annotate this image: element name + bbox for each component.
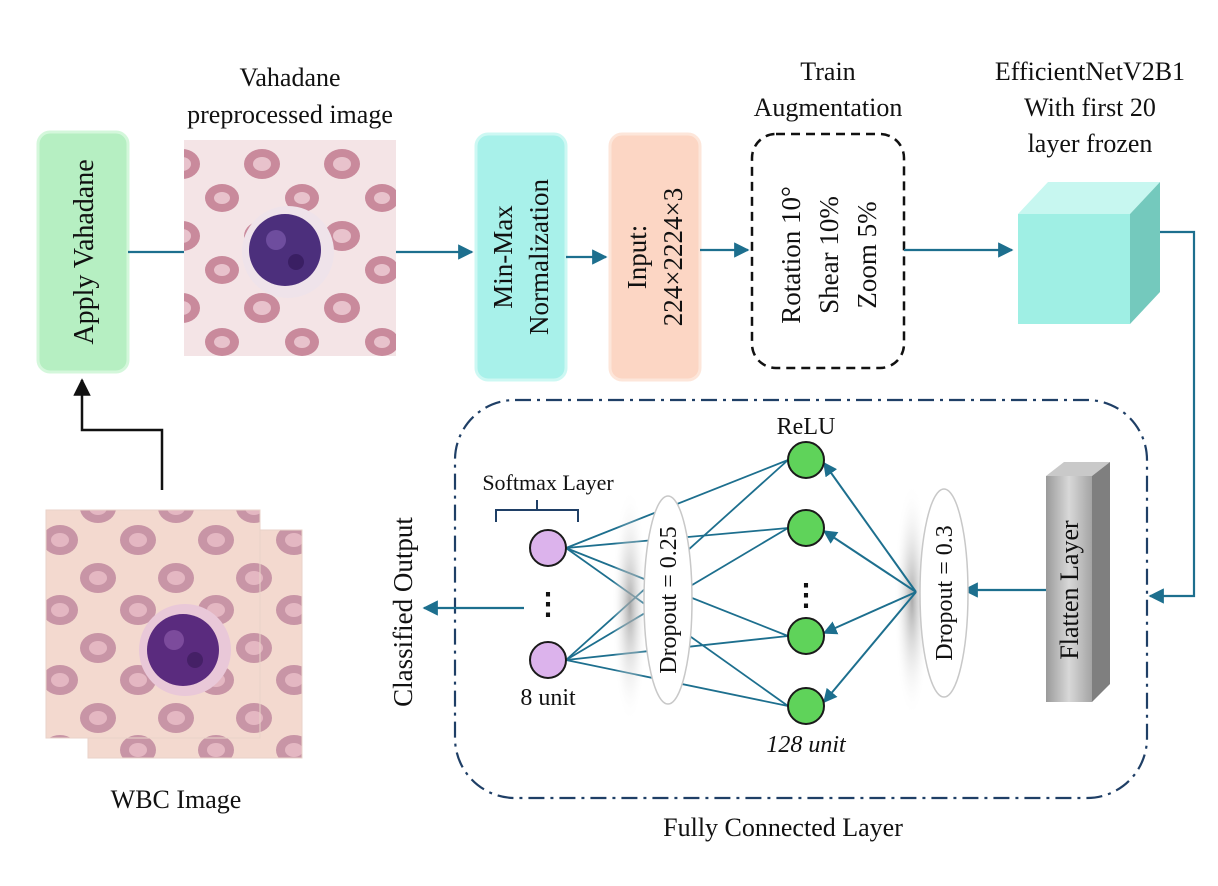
apply-vahadane-label: Apply Vahadane: [69, 159, 100, 344]
classified-output-label: Classified Output: [388, 517, 418, 707]
arrow-efficientnet-to-fc: [1148, 230, 1196, 604]
efficientnet-label-1: EfficientNetV2B1: [995, 57, 1185, 86]
dropout-left-ellipse: [643, 495, 693, 705]
dropout-to-relu-arrows: [822, 461, 917, 704]
augmentation-title-1: Train: [800, 57, 855, 86]
softmax-bracket: [495, 500, 579, 522]
vahadane-image-label-2: preprocessed image: [187, 100, 393, 129]
augmentation-item-zoom: Zoom 5%: [852, 201, 882, 308]
flatten-layer-label: Flatten Layer: [1055, 520, 1084, 660]
fully-connected-caption: Fully Connected Layer: [663, 813, 903, 842]
relu-ellipsis: ⋮: [791, 579, 821, 612]
efficientnet-label-3: layer frozen: [1028, 129, 1153, 158]
input-block: [608, 132, 702, 382]
wbc-image: [45, 509, 303, 759]
fully-connected-container: [453, 398, 1149, 800]
relu-node-2: [787, 509, 825, 547]
softmax-label: Softmax Layer: [482, 470, 614, 495]
wbc-to-vahadane-arrow: [73, 378, 164, 490]
normalization-label-1: Min-Max: [488, 205, 518, 309]
wbc-image-label: WBC Image: [111, 785, 242, 814]
efficientnet-cube: [1018, 182, 1160, 324]
dropout-left-label: Dropout = 0.25: [656, 526, 682, 674]
softmax-node-1: [529, 529, 567, 567]
augmentation-item-rotation: Rotation 10°: [776, 186, 806, 324]
relu-label: ReLU: [777, 414, 836, 440]
dropout-right-label: Dropout = 0.3: [932, 525, 958, 661]
augmentation-title-2: Augmentation: [754, 93, 903, 122]
hidden-units-label: 128 unit: [766, 732, 847, 758]
flatten-layer-block: [1046, 462, 1110, 702]
output-units-label: 8 unit: [520, 685, 576, 711]
augmentation-block: [750, 132, 906, 370]
input-label-2: 224×2224×3: [658, 188, 688, 326]
vahadane-image-label-1: Vahadane: [239, 63, 340, 92]
softmax-ellipsis: ⋮: [533, 588, 563, 621]
relu-nodes: [787, 441, 825, 725]
relu-node-1: [787, 441, 825, 479]
dropout-right-shadow: [894, 482, 930, 718]
softmax-nodes: [529, 529, 567, 679]
efficientnet-label-2: With first 20: [1024, 93, 1156, 122]
augmentation-item-shear: Shear 10%: [814, 196, 844, 314]
relu-node-4: [787, 687, 825, 725]
softmax-node-2: [529, 641, 567, 679]
input-label-1: Input:: [622, 225, 652, 290]
vahadane-preprocessed-image: [184, 140, 396, 356]
dropout-right-ellipse: [919, 488, 969, 698]
normalization-label-2: Normalization: [524, 179, 554, 335]
dropout-left-shadow: [612, 488, 648, 724]
relu-node-3: [787, 617, 825, 655]
